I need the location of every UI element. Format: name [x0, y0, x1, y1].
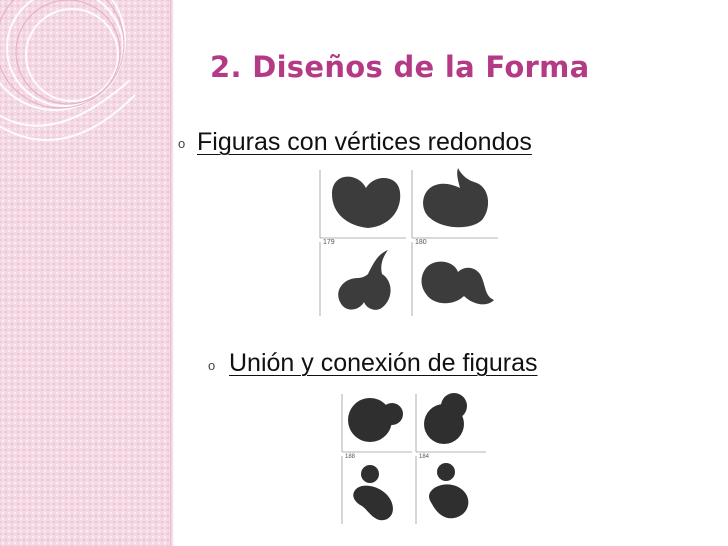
figure-label-180: 180: [415, 239, 427, 246]
shape-hook-blob: [421, 261, 494, 305]
decorative-swirl: [0, 0, 136, 141]
connection-head-1: [361, 465, 379, 483]
figure-rounded-vertices: 179 180: [319, 168, 498, 316]
shape-tail-heart: [338, 250, 391, 310]
bullet-text-2: Unión y conexión de figuras: [229, 349, 538, 377]
union-circle-small-1: [381, 403, 403, 425]
union-circle-small-2: [441, 393, 467, 419]
connection-head-2: [437, 463, 455, 481]
connection-body-2: [429, 484, 469, 519]
bullet-text-1: Figuras con vértices redondos: [197, 128, 532, 156]
bullet-marker-1: o: [178, 136, 186, 151]
shape-rounded-heart-2: [423, 168, 489, 228]
bullet-marker-2: o: [208, 358, 216, 373]
connection-body-1: [353, 485, 393, 521]
shape-rounded-heart-1: [332, 176, 401, 228]
figure-label-179: 179: [323, 239, 335, 246]
union-circle-large-1: [348, 398, 392, 442]
figure-union-connection: 188 184: [341, 393, 486, 524]
figure-label-188: 188: [345, 454, 356, 460]
figure-label-184: 184: [419, 454, 430, 460]
slide-title: 2. Diseños de la Forma: [210, 50, 590, 84]
band-edge: [170, 0, 174, 546]
decorative-left-band: [0, 0, 170, 546]
